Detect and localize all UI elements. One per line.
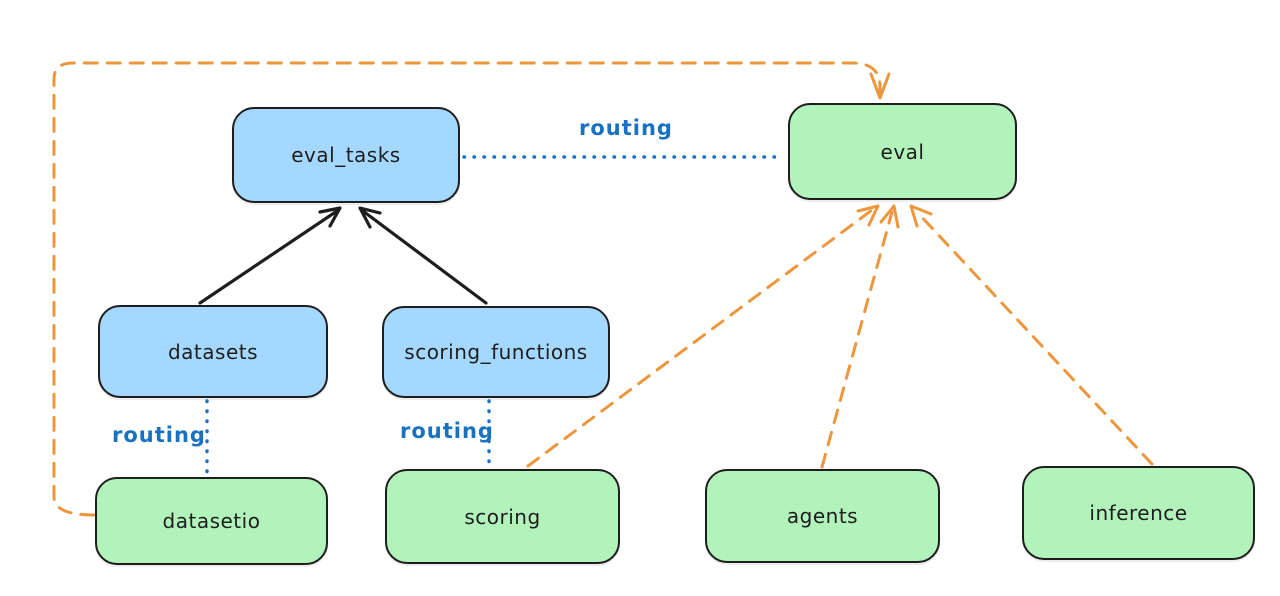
edge-agents-to-eval: [820, 204, 900, 469]
edge-scoring-functions-to-eval-tasks: [358, 206, 488, 305]
node-inference-label: inference: [1089, 501, 1188, 525]
edge-datasetio-to-eval: [52, 61, 891, 517]
node-datasets: datasets: [98, 305, 328, 398]
arrowhead-black-right: [358, 206, 382, 229]
arrowhead-orange-scoring: [856, 204, 880, 227]
node-datasets-label: datasets: [167, 339, 259, 364]
node-eval-label: eval: [880, 139, 925, 164]
node-agents-label: agents: [786, 504, 859, 528]
node-scoring-functions-label: scoring_functions: [404, 340, 588, 364]
node-scoring-label: scoring: [464, 504, 541, 529]
node-scoring: scoring: [385, 469, 620, 564]
node-inference: inference: [1022, 466, 1255, 560]
edge-label-routing-datasetio: routing: [112, 423, 206, 447]
node-agents: agents: [705, 469, 940, 563]
edge-scoring-to-eval: [526, 204, 880, 468]
arrowhead-orange-agents: [879, 204, 900, 229]
node-eval-tasks-label: eval_tasks: [291, 143, 401, 167]
edge-inference-to-eval: [909, 204, 1154, 466]
edge-datasets-to-eval-tasks: [198, 206, 342, 305]
node-eval: eval: [788, 103, 1017, 200]
arrowhead-orange-top: [869, 72, 891, 100]
node-datasetio: datasetio: [95, 477, 328, 565]
edge-label-routing-eval: routing: [579, 116, 673, 140]
node-scoring-functions: scoring_functions: [382, 306, 610, 398]
arrowhead-black-left: [318, 206, 342, 228]
edge-label-routing-scoring: routing: [400, 419, 494, 443]
node-datasetio-label: datasetio: [162, 509, 261, 533]
arrowhead-orange-inference: [909, 204, 933, 228]
node-eval-tasks: eval_tasks: [232, 107, 460, 203]
